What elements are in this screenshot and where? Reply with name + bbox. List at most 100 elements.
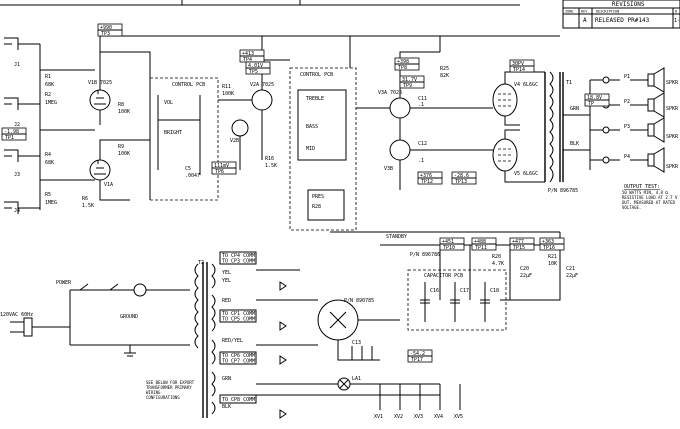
test-point-value: +363 [542,239,554,245]
tap-dest-2: TO CP3 COMM [222,259,255,265]
svg-text:BLK: BLK [570,141,579,147]
test-point-value: +990 [100,25,112,31]
test-point-id: TP14 [513,67,525,73]
svg-text:R4: R4 [45,152,51,158]
output-test-title: OUTPUT TEST: [624,184,660,190]
test-point-id: TP11 [475,245,487,251]
svg-text:VOL: VOL [164,100,173,106]
svg-text:R5: R5 [45,192,51,198]
test-point-value: 18.8V [587,95,602,101]
tube-v3b [389,139,411,161]
svg-text:100K: 100K [118,151,130,157]
capacitor-pcb: CAPACITOR PCB C16 C17 C18 [407,269,507,331]
line-voltage: 120VAC 60Hz [0,312,33,318]
test-point-id: TP17 [411,357,423,363]
speaker-p3-plug: P3 [624,124,630,130]
capacitor-pcb-label: CAPACITOR PCB [424,273,463,279]
test-point-id: TP3 [101,31,110,37]
svg-text:1.5K: 1.5K [265,163,277,169]
ac-plug-icon [10,317,33,337]
tube-v3: V3A 7025 V3B C11 .1 C12 .1 R25 82K [356,51,470,190]
tube-v5-label: V5 6L6GC [514,171,538,177]
speaker-1-label: SPKR [666,80,679,86]
svg-text:100K: 100K [222,91,234,97]
test-point-id: TP10 [443,245,455,251]
transformer-note: SEE BELOW FOR EXPORT TRANSFORMER PRIMARY… [146,380,195,400]
test-point-id: TP [588,101,594,107]
svg-text:BRIGHT: BRIGHT [164,130,182,136]
speaker-2-icon [647,92,665,118]
tube-v1b [89,89,111,111]
test-point-value: 30PV [512,61,524,67]
svg-text:4.7K: 4.7K [492,261,504,267]
pilot-lamp-and-heaters: LA1 XV1 XV2 XV3 XV4 XV5 [256,376,463,420]
control-pcb-middle: CONTROL PCB TREBLE BASS MID PRES R28 [289,67,357,231]
tap-yel-2: YEL [222,278,231,284]
svg-text:22μF: 22μF [566,273,578,279]
speaker-p2-plug: P2 [624,99,630,105]
svg-text:R9: R9 [118,144,124,150]
revisions-block: REVISIONS ZONE REV. DESCRIPTION D A RELE… [562,0,680,29]
speaker-1-icon [647,67,665,93]
tube-v2b [231,119,249,137]
standby-label: STANDBY [386,234,407,240]
svg-text:.1: .1 [418,102,424,108]
test-point-id: TP13 [455,179,467,185]
test-point-value: -54.2 [410,351,425,357]
tube-v2: V2A 7025 V2B R11 100K R16 1.5K [218,59,290,170]
tap-dest-5: TO CP6 COMM [222,353,255,359]
svg-text:C16: C16 [430,288,439,294]
svg-text:.0047: .0047 [185,173,200,179]
svg-text:100K: 100K [118,109,130,115]
svg-text:R20: R20 [492,254,501,260]
power-transformer-t2: T2 YEL YEL RED RED/YEL GRN BLK TO CP4 CO… [194,251,257,418]
svg-text:R6: R6 [82,196,88,202]
tube-v1a [89,159,111,181]
power-switch-icon [79,283,119,291]
jack-j3: J3 [14,172,20,178]
hv-rail: STANDBY P/N 896786 C20 22μF C21 22μF R20… [99,35,578,301]
test-point-value: +398 [397,59,409,65]
svg-text:68K: 68K [45,82,54,88]
test-point-id: TP9 [403,83,412,89]
speaker-p1-plug: P1 [624,74,630,80]
revisions-rev-header: REV. [581,10,589,14]
jack-j1: J1 [14,62,20,68]
tap-yel-1: YEL [222,270,231,276]
svg-text:PRES: PRES [312,194,324,200]
svg-text:C17: C17 [460,288,469,294]
jack-j2: J2 [14,122,20,128]
test-point-id: TP12 [421,179,433,185]
revisions-rev-value: A [583,17,587,24]
tube-v3a-label: V3A 7025 [378,90,402,96]
test-point-value: -1.98 [4,129,19,135]
tap-grn: GRN [222,376,231,382]
test-point-id: TP16 [543,245,555,251]
output-test-text: 50 WATTS MIN, 4.8 Ω RESISTIVE LOAD AT 2.… [622,190,678,210]
test-point-value: +488 [474,239,486,245]
test-point-id: TP8 [398,65,407,71]
svg-text:R25: R25 [440,66,449,72]
test-point-value: -28.6 [454,173,469,179]
tap-blk: BLK [222,404,231,410]
revisions-zone-header: ZONE [565,10,573,14]
tap-red: RED [222,298,231,304]
svg-text:R28: R28 [312,204,321,210]
control-pcb-label: CONTROL PCB [172,82,205,88]
test-point-id: TP5 [249,69,258,75]
tap-dest-1: TO CP4 COMM [222,253,255,259]
svg-text:.1: .1 [418,158,424,164]
tap-red-yel: RED/YEL [222,338,243,344]
svg-text:C12: C12 [418,141,427,147]
